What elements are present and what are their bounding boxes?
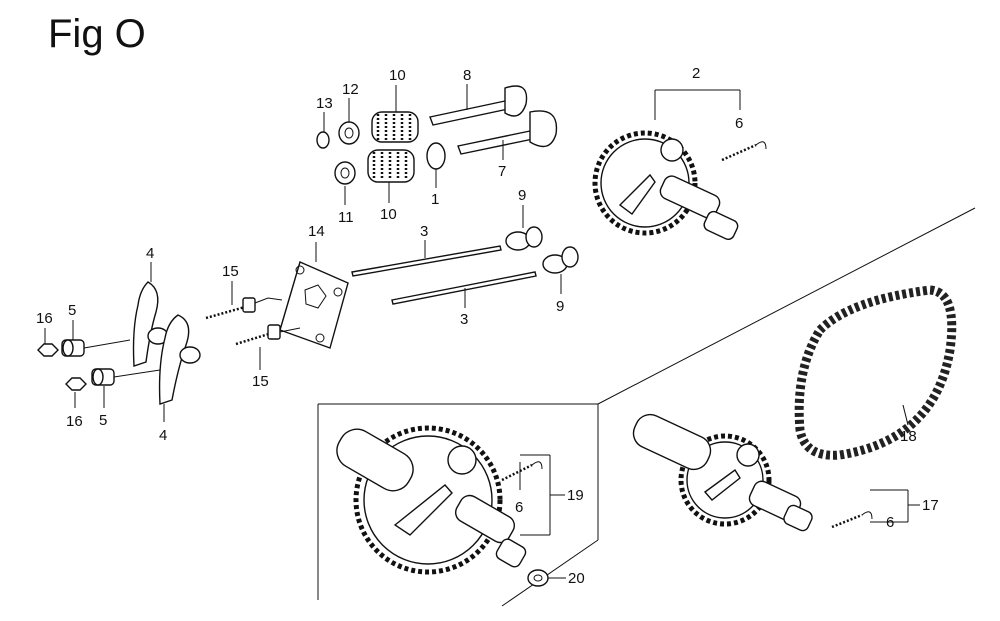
part-4-rocker-arm-lower	[158, 314, 190, 405]
part-12-retainer	[338, 121, 360, 145]
part-18-timing-chain	[794, 285, 957, 460]
callout-15-upper: 15	[222, 263, 239, 280]
part-1-valve-seal	[426, 142, 446, 170]
part-11-retainer	[334, 161, 356, 185]
callout-14: 14	[308, 223, 325, 240]
part-14-rocker-plate	[279, 261, 349, 349]
part-16-nut-upper	[37, 343, 59, 357]
callout-10-lower: 10	[380, 206, 397, 223]
callout-3-upper: 3	[420, 223, 428, 240]
callout-7: 7	[498, 163, 506, 180]
callout-19: 19	[567, 487, 584, 504]
callout-6-top: 6	[735, 115, 743, 132]
camshaft-assembly-bottom	[632, 285, 957, 532]
camshaft-assembly-top	[592, 130, 767, 240]
callout-18: 18	[900, 428, 917, 445]
callout-6-inset: 6	[515, 499, 523, 516]
callout-13: 13	[316, 95, 333, 112]
part-13-keeper	[316, 131, 330, 149]
camshaft-option-inset	[317, 207, 976, 607]
callout-3-lower: 3	[460, 311, 468, 328]
callout-8: 8	[463, 67, 471, 84]
callout-10-upper: 10	[389, 67, 406, 84]
figure-title: Fig O	[48, 12, 146, 56]
callout-labels: 13 12 10 8 11 10 1 7 2 6 9 9 3 3 14 15 1…	[36, 65, 939, 587]
callout-9-upper: 9	[518, 187, 526, 204]
part-16-nut-lower	[65, 377, 87, 391]
callout-11: 11	[338, 209, 354, 226]
callout-15-lower: 15	[252, 373, 269, 390]
callout-12: 12	[342, 81, 359, 98]
callout-5-lower: 5	[99, 412, 107, 429]
callout-6-bottom: 6	[886, 514, 894, 531]
rocker-arm-group	[37, 281, 201, 405]
valve-parts-group	[316, 85, 558, 185]
callout-9-lower: 9	[556, 298, 564, 315]
callout-17: 17	[922, 497, 939, 514]
callout-20: 20	[568, 570, 585, 587]
part-7-intake-valve	[457, 130, 534, 155]
callout-2: 2	[692, 65, 700, 82]
part-3-pushrod-lower	[391, 271, 537, 305]
callout-4-lower: 4	[159, 427, 167, 444]
callout-16-lower: 16	[66, 413, 83, 430]
callout-4-upper: 4	[146, 245, 154, 262]
part-3-pushrod-upper	[351, 245, 502, 277]
rocker-plate-group	[205, 226, 579, 349]
part-4-rocker-arm-upper	[132, 281, 159, 367]
callout-5-upper: 5	[68, 302, 76, 319]
part-15-stud-lower	[235, 331, 273, 346]
leader-lines	[44, 84, 920, 579]
part-20-washer	[527, 569, 549, 587]
part-8-exhaust-valve	[429, 100, 509, 126]
callout-1: 1	[431, 191, 439, 208]
callout-16-upper: 16	[36, 310, 53, 327]
part-15-stud-upper	[205, 305, 246, 320]
